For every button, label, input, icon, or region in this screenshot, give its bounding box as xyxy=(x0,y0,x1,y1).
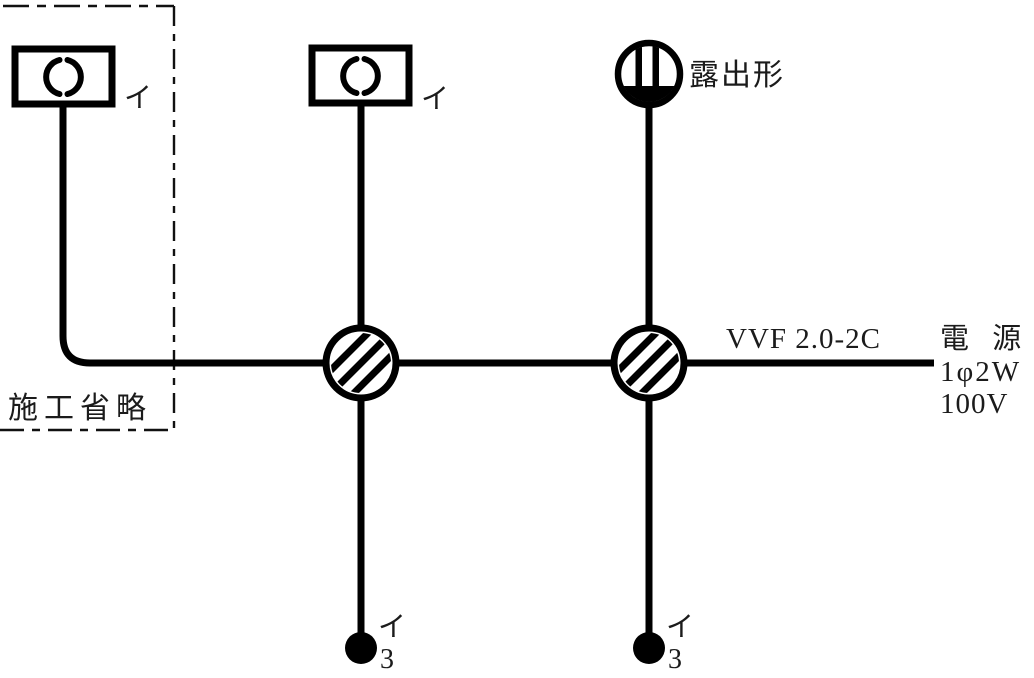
three-way-switch-1-circuit-label: イ xyxy=(378,612,406,643)
ceiling-rosette-bar-right xyxy=(652,46,659,92)
three-way-switch-1-symbol xyxy=(345,632,377,664)
fluorescent-light-1-symbol xyxy=(11,45,116,108)
junction-box-1-symbol xyxy=(322,324,400,402)
wires xyxy=(59,100,934,634)
three-way-switch-1-way-label: 3 xyxy=(380,644,394,675)
three-way-switch-1-dot xyxy=(345,632,377,664)
three-way-switch-2-symbol xyxy=(633,632,665,664)
fluorescent-light-2-body xyxy=(308,44,413,107)
junction-box-2-hatching xyxy=(619,333,679,393)
power-source-label: 電 源 xyxy=(940,322,1022,355)
cable-label: VVF 2.0-2C xyxy=(726,323,881,355)
junction-box-2-symbol xyxy=(610,324,688,402)
power-phase-label: 1φ2W xyxy=(940,356,1021,388)
three-way-switch-2-dot xyxy=(633,632,665,664)
omission-boundary xyxy=(0,4,176,432)
fluorescent-light-1-paren-right xyxy=(64,57,84,97)
fluorescent-light-2-symbol xyxy=(308,44,413,107)
ceiling-rosette-label: 露出形 xyxy=(689,59,785,92)
power-source-block: 電 源 1φ2W 100V xyxy=(940,322,1022,420)
wire-lamp1-to-junction1 xyxy=(59,104,330,367)
power-voltage-label: 100V xyxy=(940,388,1008,420)
three-way-switch-2-way-label: 3 xyxy=(668,644,682,675)
fluorescent-light-2-label: イ xyxy=(421,84,449,115)
fluorescent-light-1-label: イ xyxy=(124,83,152,114)
three-way-switch-2-circuit-label: イ xyxy=(666,612,694,643)
ceiling-rosette-base-fill xyxy=(621,86,677,102)
ceiling-rosette-bar-left xyxy=(635,46,642,92)
fluorescent-light-1-body xyxy=(11,45,116,108)
fluorescent-light-2-paren-right xyxy=(361,56,381,96)
junction-box-1-hatching xyxy=(331,333,391,393)
fluorescent-light-2-paren-left xyxy=(340,56,360,96)
ceiling-rosette-symbol xyxy=(614,39,684,109)
omitted-section-label: 施工省略 xyxy=(8,392,152,425)
fluorescent-light-1-paren-left xyxy=(43,57,63,97)
